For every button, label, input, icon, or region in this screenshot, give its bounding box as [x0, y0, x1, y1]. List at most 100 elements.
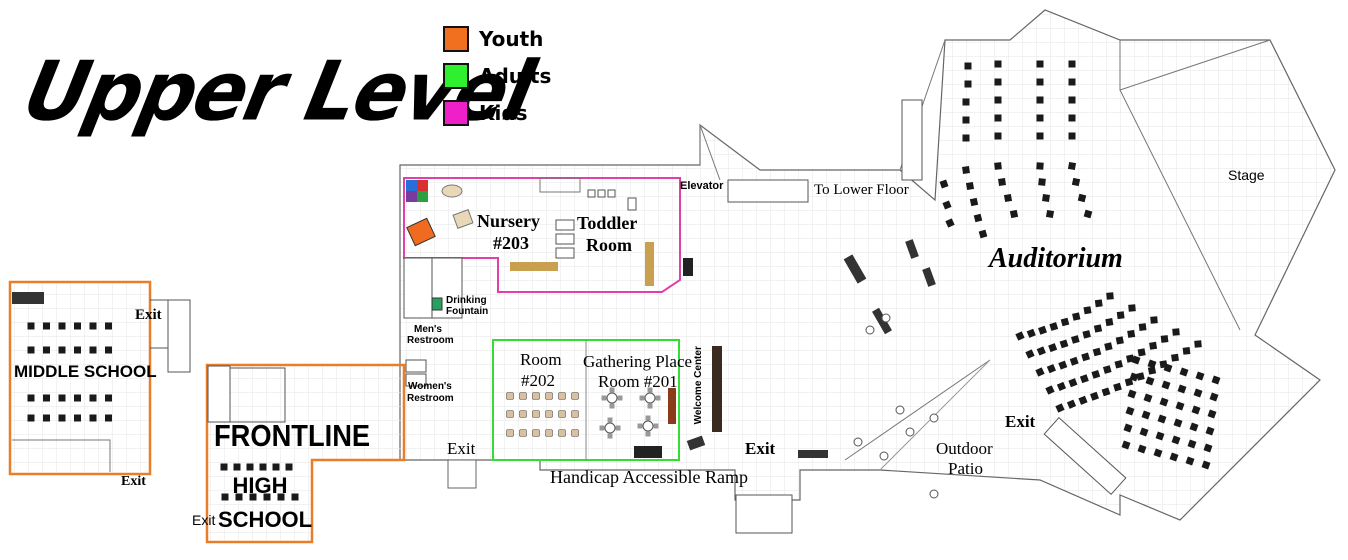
chair: [105, 322, 112, 330]
seat: [545, 392, 553, 400]
chair: [1201, 460, 1211, 470]
chair: [89, 346, 97, 354]
chair: [1055, 403, 1065, 413]
chair: [1101, 387, 1111, 397]
chair: [27, 346, 35, 354]
chair: [1068, 96, 1076, 104]
chair: [1046, 364, 1056, 374]
seat: [558, 410, 566, 418]
chair: [235, 493, 243, 501]
chair: [58, 414, 66, 422]
chair: [1066, 399, 1077, 409]
chair: [277, 493, 285, 501]
nursery-number: #203: [493, 233, 529, 253]
chair: [1045, 385, 1055, 395]
chair: [89, 414, 97, 422]
chair: [1163, 363, 1173, 373]
stairs-and-structures: [403, 99, 1127, 534]
table-seat: [637, 423, 643, 429]
legend-item-youth: Youth: [443, 20, 551, 57]
chair: [1155, 431, 1165, 441]
chair: [1068, 114, 1076, 122]
chair: [994, 96, 1002, 104]
chair: [1187, 439, 1197, 449]
chair: [994, 114, 1002, 122]
chair: [1139, 427, 1149, 437]
school-label: SCHOOL: [218, 507, 313, 532]
chair: [1083, 209, 1093, 219]
chair: [105, 414, 112, 422]
legend-item-kids: Kids: [443, 94, 551, 131]
chair: [994, 60, 1002, 68]
chair: [1209, 392, 1219, 402]
patio-table: [853, 437, 863, 447]
seat: [519, 410, 527, 418]
chair: [1123, 423, 1133, 433]
chair: [74, 322, 81, 330]
chair: [1038, 178, 1046, 186]
exit-label-hall: Exit: [447, 439, 476, 458]
tables-layer: [599, 313, 939, 499]
chair: [263, 493, 271, 501]
table-seat: [609, 387, 615, 393]
chair: [1121, 440, 1131, 450]
chair: [1177, 384, 1187, 394]
seat: [506, 392, 514, 400]
table-seat: [639, 395, 645, 401]
legend-label: Adults: [479, 63, 552, 88]
chair: [1009, 209, 1019, 219]
chair: [945, 218, 955, 228]
chair: [1203, 443, 1213, 453]
patio-table: [881, 313, 891, 323]
chair: [1048, 343, 1058, 353]
chair: [1129, 372, 1139, 382]
chair: [1035, 367, 1045, 377]
chair: [1136, 372, 1145, 381]
chair: [1143, 393, 1153, 403]
legend-item-adults: Adults: [443, 57, 551, 94]
round-table: [604, 422, 616, 434]
exit-label-auditorium: Exit: [1005, 412, 1036, 431]
page-title: Upper Level: [15, 45, 541, 140]
patio-table: [865, 325, 875, 335]
middle-school-stairs: [167, 299, 191, 373]
exit-label-middle-bottom: Exit: [121, 474, 146, 489]
chair: [1059, 339, 1069, 349]
chair: [105, 346, 112, 354]
adults-swatch: [443, 62, 469, 89]
chair: [1195, 371, 1205, 381]
seat: [532, 410, 540, 418]
seat: [571, 410, 579, 418]
adults-area: [492, 339, 722, 461]
chair: [1182, 347, 1191, 355]
chair: [962, 134, 970, 142]
chair: [249, 493, 257, 501]
seat: [558, 392, 566, 400]
chair: [58, 394, 66, 402]
chair: [1068, 378, 1078, 388]
chair: [1138, 323, 1147, 331]
chair: [1124, 377, 1134, 387]
chair: [1172, 328, 1180, 336]
exit-label-high-school: Exit: [192, 512, 216, 528]
chair: [1147, 359, 1157, 369]
chair: [965, 181, 975, 191]
chair: [1036, 114, 1044, 122]
chair: [1179, 367, 1189, 377]
seat: [532, 392, 540, 400]
to-lower-floor-label: To Lower Floor: [814, 182, 909, 198]
gathering-place-label: Gathering Place: [583, 352, 693, 371]
seat: [558, 429, 566, 437]
chair: [105, 394, 112, 402]
chair: [1191, 405, 1201, 415]
chair: [1171, 353, 1179, 362]
chair: [962, 116, 970, 124]
chair: [246, 463, 254, 471]
table-seat: [645, 431, 651, 437]
middle-school-label: MIDDLE SCHOOL: [14, 362, 157, 381]
seat: [571, 392, 579, 400]
chair: [74, 394, 81, 402]
chair: [1090, 391, 1099, 401]
chair: [233, 463, 241, 471]
